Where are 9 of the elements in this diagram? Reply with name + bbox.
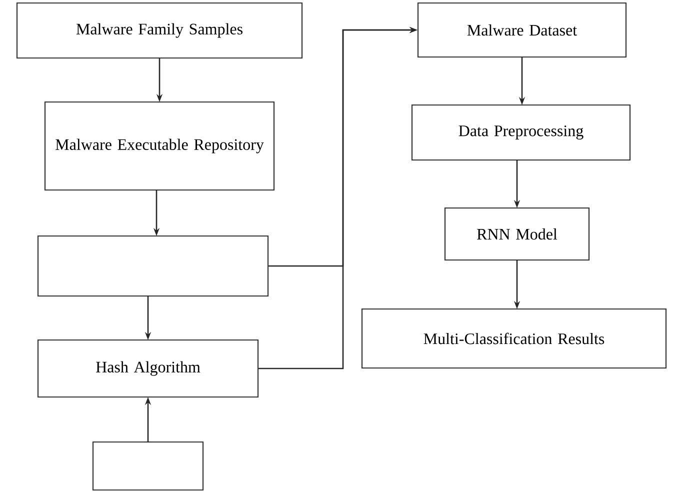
process-box: Data Preprocessing [411, 104, 631, 161]
process-box [37, 235, 269, 297]
process-box: Hash Algorithm [37, 339, 259, 398]
process-box: Malware Family Samples [16, 2, 303, 59]
process-box [92, 441, 204, 491]
process-box: RNN Model [444, 207, 590, 261]
process-box: Malware Executable Repository [44, 101, 275, 191]
process-box: Multi-Classification Results [361, 308, 667, 369]
process-box: Malware Dataset [417, 2, 627, 58]
